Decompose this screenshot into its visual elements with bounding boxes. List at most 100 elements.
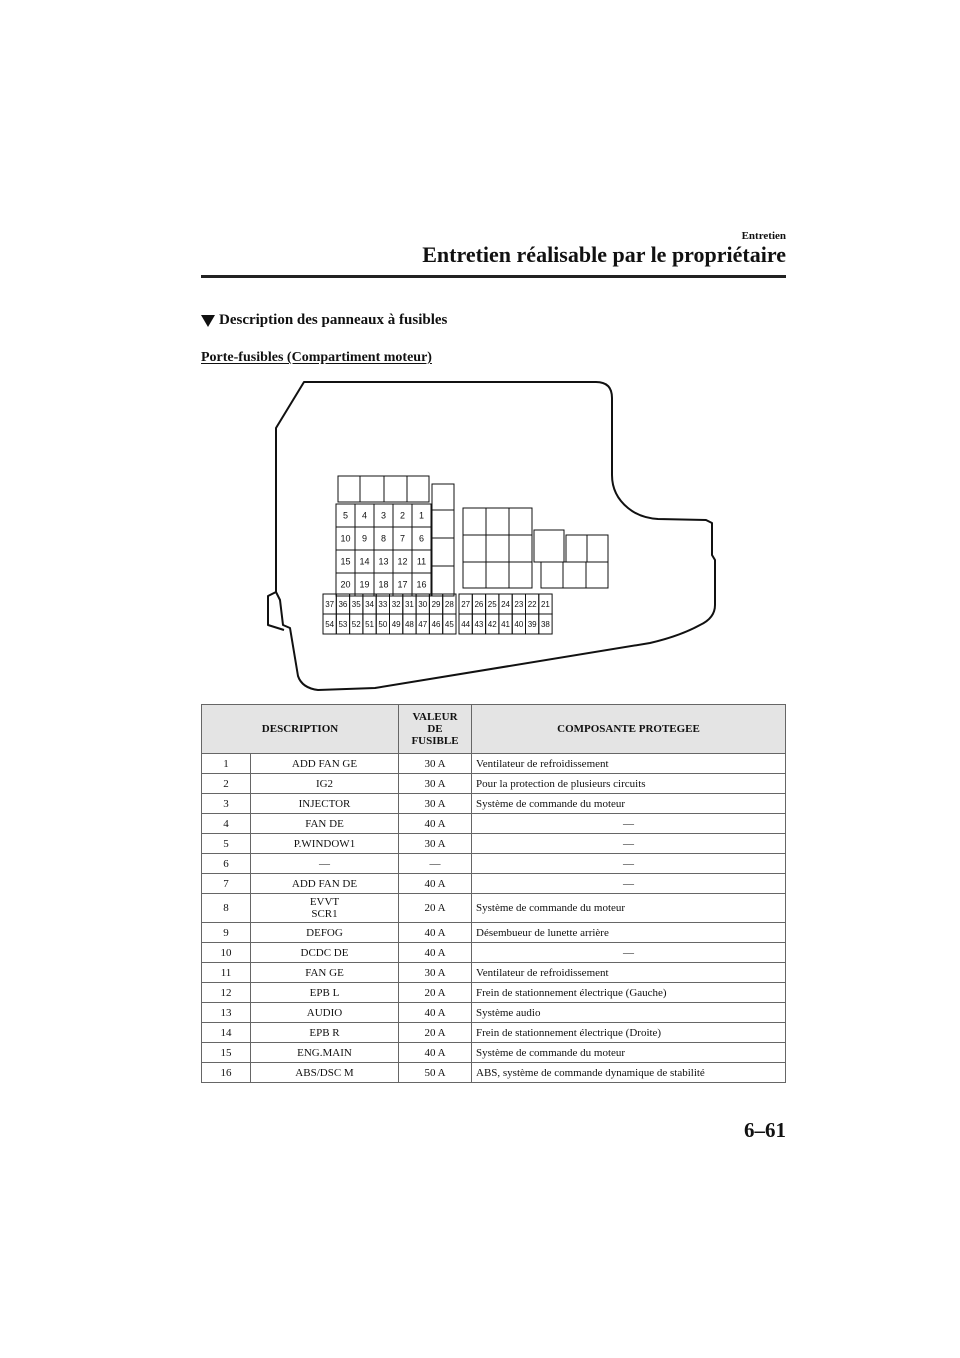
table-row: 6——— xyxy=(201,853,786,874)
fuse-protected-component: — xyxy=(471,873,786,894)
fuse-number: 2 xyxy=(201,773,251,794)
fuse-protected-component: Système de commande du moteur xyxy=(471,893,786,923)
fuse-slot-number: 38 xyxy=(541,620,550,629)
fuse-protected-component: Frein de stationnement électrique (Droit… xyxy=(471,1022,786,1043)
fuse-protected-component: Système audio xyxy=(471,1002,786,1023)
fuse-slot-number: 13 xyxy=(378,557,388,567)
fuse-description-line: — xyxy=(319,857,330,870)
fuse-description-line: INJECTOR xyxy=(298,797,351,810)
fuse-rating: 20 A xyxy=(398,1022,472,1043)
fuse-slot-number: 53 xyxy=(338,620,347,629)
fuse-description: FAN GE xyxy=(250,962,399,983)
fuse-slot-number: 32 xyxy=(392,600,401,609)
table-row: 7 ADD FAN DE 40 A— xyxy=(201,873,786,894)
fuse-description: DEFOG xyxy=(250,922,399,943)
fuse-slot-number: 10 xyxy=(340,534,350,544)
fuse-slot-number: 33 xyxy=(378,600,387,609)
fuse-description-line: DCDC DE xyxy=(300,946,349,959)
fuse-slot-number: 21 xyxy=(541,600,550,609)
fuse-protected-component: Ventilateur de refroidissement xyxy=(471,753,786,774)
fuse-description-line: IG2 xyxy=(315,777,334,790)
fuse-description-line: EPB R xyxy=(309,1026,340,1039)
fuse-description: FAN DE xyxy=(250,813,399,834)
fuse-slot-number: 12 xyxy=(397,557,407,567)
fuse-slot-number: 16 xyxy=(416,580,426,590)
fuse-rating: 20 A xyxy=(398,893,472,923)
fuse-table: DESCRIPTION VALEUR DE FUSIBLE COMPOSANTE… xyxy=(201,704,786,1083)
fuse-slot-number: 19 xyxy=(359,580,369,590)
fuse-slot-number: 9 xyxy=(362,534,367,544)
fuse-description: ADD FAN DE xyxy=(250,873,399,894)
fuse-slot-number: 30 xyxy=(418,600,427,609)
fuse-slot-number: 45 xyxy=(445,620,454,629)
fuse-slot-number: 7 xyxy=(400,534,405,544)
fuse-number: 12 xyxy=(201,982,251,1003)
fuse-number: 6 xyxy=(201,853,251,874)
fuse-number: 10 xyxy=(201,942,251,963)
fuse-description-line: ENG.MAIN xyxy=(297,1046,352,1059)
fuse-number: 11 xyxy=(201,962,251,983)
fuse-slot-number: 46 xyxy=(432,620,441,629)
col-header-valeur: VALEUR DE FUSIBLE xyxy=(398,704,472,754)
fuse-slot-number: 44 xyxy=(461,620,470,629)
fuse-description-line: ADD FAN DE xyxy=(291,877,358,890)
fuse-slot-number: 51 xyxy=(365,620,374,629)
fuse-description: DCDC DE xyxy=(250,942,399,963)
fuse-slot-number: 15 xyxy=(340,557,350,567)
header-rule xyxy=(201,275,786,278)
fuse-slot-number: 31 xyxy=(405,600,414,609)
fuse-slot-number: 50 xyxy=(378,620,387,629)
fuse-slot-number: 43 xyxy=(474,620,483,629)
fuse-slot xyxy=(538,613,553,635)
fuse-number: 14 xyxy=(201,1022,251,1043)
fuse-slot-number: 35 xyxy=(352,600,361,609)
fuse-slot-number: 54 xyxy=(325,620,334,629)
fuse-rating: 40 A xyxy=(398,1042,472,1063)
fuse-slot-number: 26 xyxy=(474,600,483,609)
fuse-slot-number: 29 xyxy=(432,600,441,609)
fuse-number: 16 xyxy=(201,1062,251,1083)
fuse-slot-number: 41 xyxy=(501,620,510,629)
fuse-description: INJECTOR xyxy=(250,793,399,814)
fuse-number: 7 xyxy=(201,873,251,894)
fuse-description-line: EPB L xyxy=(309,986,340,999)
fuse-description-line: SCR1 xyxy=(311,908,338,920)
fuse-number: 15 xyxy=(201,1042,251,1063)
header-chapter: Entretien xyxy=(741,230,786,242)
fuse-description: ADD FAN GE xyxy=(250,753,399,774)
fuse-number: 1 xyxy=(201,753,251,774)
fuse-protected-component: Frein de stationnement électrique (Gauch… xyxy=(471,982,786,1003)
fuse-slot-number: 47 xyxy=(418,620,427,629)
fuse-protected-component: Pour la protection de plusieurs circuits xyxy=(471,773,786,794)
fuse-rating: — xyxy=(398,853,472,874)
fuse-description-line: FAN DE xyxy=(305,817,344,830)
fuse-protected-component: — xyxy=(471,813,786,834)
fuse-slot-number: 23 xyxy=(514,600,523,609)
fuse-rating: 40 A xyxy=(398,873,472,894)
col-header-valeur-line2: DE xyxy=(427,723,443,735)
fuse-rating: 40 A xyxy=(398,813,472,834)
fuse-slot-number: 36 xyxy=(338,600,347,609)
fuse-protected-component: Ventilateur de refroidissement xyxy=(471,962,786,983)
fuse-number: 8 xyxy=(201,893,251,923)
fuse-slot-number: 48 xyxy=(405,620,414,629)
fuse-description: AUDIO xyxy=(250,1002,399,1023)
fuse-slot-number: 52 xyxy=(352,620,361,629)
fuse-slot-number: 14 xyxy=(359,557,369,567)
fuse-description: P.WINDOW1 xyxy=(250,833,399,854)
fuse-slot-number: 1 xyxy=(419,511,424,521)
fuse-slot-number: 42 xyxy=(488,620,497,629)
fuse-description-line: EVVT xyxy=(309,896,340,908)
fuse-description-line: ADD FAN GE xyxy=(291,757,358,770)
fuse-slot-number: 6 xyxy=(419,534,424,544)
fuse-slot-number: 49 xyxy=(392,620,401,629)
